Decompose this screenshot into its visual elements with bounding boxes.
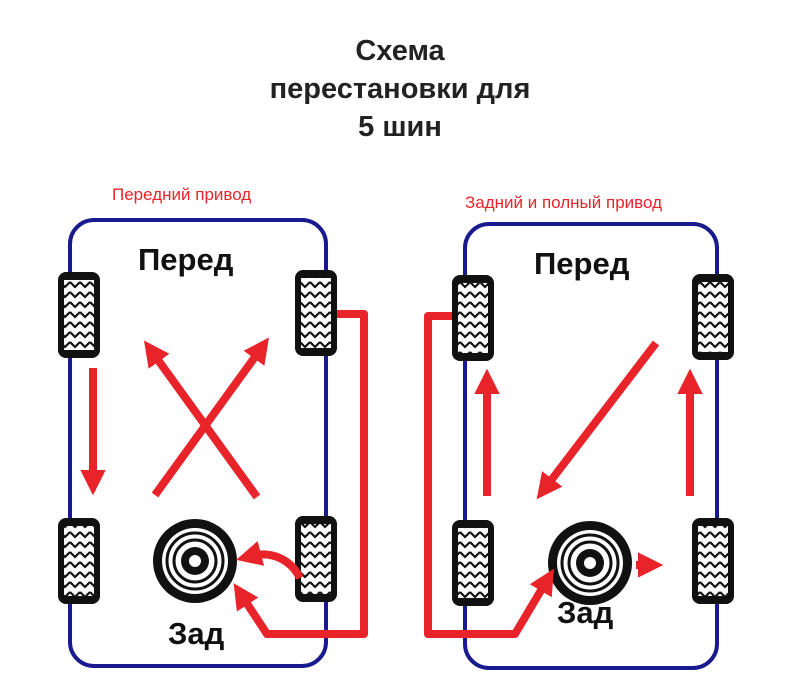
left-front-left-tire [58, 272, 100, 358]
right-rear-left-tire [452, 520, 494, 606]
right-front-label: Перед [534, 246, 630, 281]
left-arrow-rear-left-to-front-right [151, 337, 270, 498]
left-rear-left-tire [58, 518, 100, 604]
diagram-title: Схема перестановки для 5 шин [180, 32, 620, 146]
right-car-frame [463, 222, 719, 670]
left-rear-label: Зад [168, 616, 225, 651]
right-rear-label: Зад [557, 595, 614, 630]
right-front-left-tire [452, 275, 494, 361]
right-front-right-tire [692, 274, 734, 360]
left-arrow-rear-right-to-spare [236, 541, 304, 581]
title-line-3: 5 шин [358, 111, 442, 143]
left-rear-right-tire [295, 516, 337, 602]
left-front-right-tire [295, 270, 337, 356]
right-spare-tire [548, 521, 632, 605]
right-caption: Задний и полный привод [465, 193, 662, 212]
right-arrow-front-left-to-spare [424, 312, 554, 638]
left-caption: Передний привод [112, 185, 252, 204]
left-arrow-front-right-to-spare [233, 310, 368, 638]
title-line-1: Схема [355, 35, 445, 67]
left-car-frame [68, 218, 328, 668]
left-spare-tire [153, 519, 237, 603]
left-front-label: Перед [138, 242, 234, 277]
title-line-2: перестановки для [269, 73, 531, 105]
right-rear-right-tire [692, 518, 734, 604]
right-arrow-front-right-to-rear-left [536, 340, 660, 500]
